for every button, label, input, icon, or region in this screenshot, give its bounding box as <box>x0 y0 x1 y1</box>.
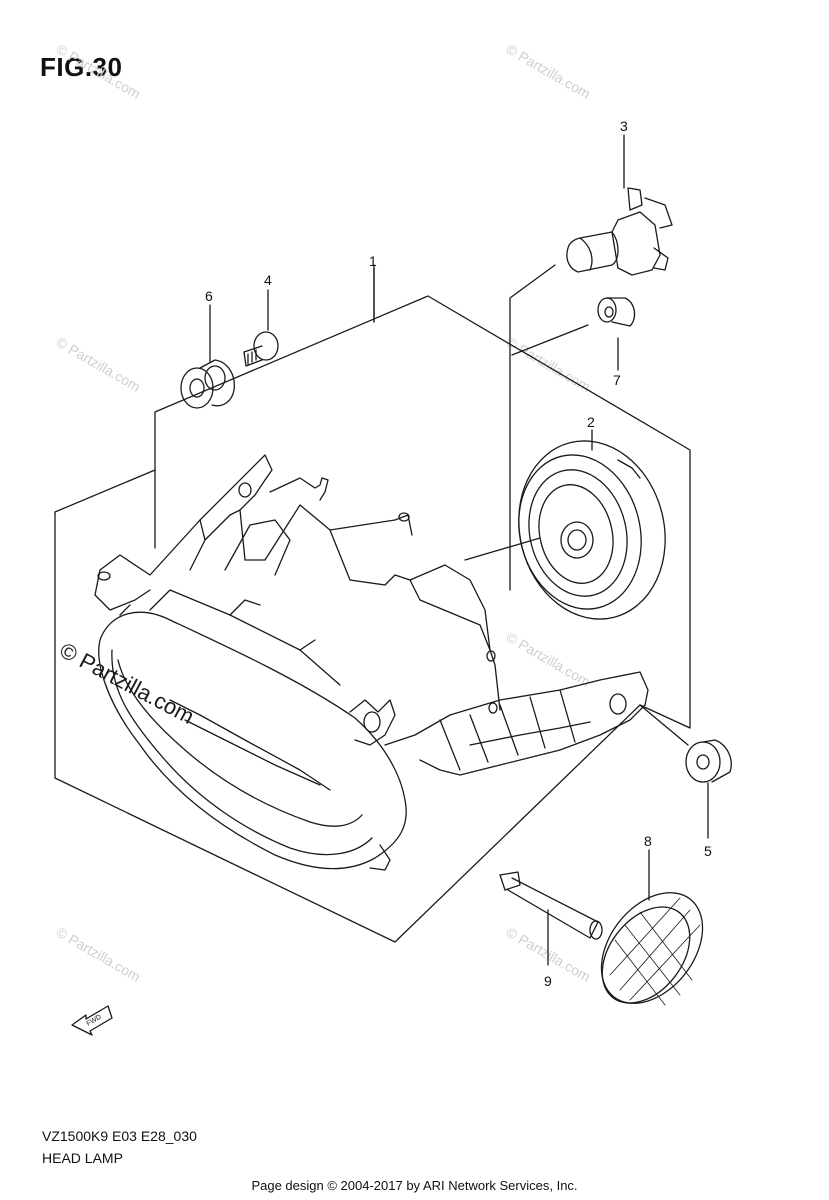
grommet-7 <box>597 297 636 327</box>
bulb <box>566 187 673 276</box>
grommet-6 <box>180 359 235 409</box>
screw-4 <box>243 331 279 367</box>
callout-4: 4 <box>264 272 272 288</box>
callout-5: 5 <box>704 843 712 859</box>
callout-1: 1 <box>369 253 377 269</box>
watermark: © Partzilla.com <box>54 924 144 985</box>
callout-9: 9 <box>544 973 552 989</box>
reflector-8 <box>600 892 704 1006</box>
headlamp-lens <box>98 589 407 871</box>
callout-6: 6 <box>205 288 213 304</box>
bulb-boot <box>464 440 666 620</box>
footer-credit: Page design © 2004-2017 by ARI Network S… <box>251 1178 578 1193</box>
watermark: © Partzilla.com <box>504 41 594 102</box>
watermark: © Partzilla.com <box>504 629 594 690</box>
callout-7: 7 <box>613 372 621 388</box>
callout-3: 3 <box>620 118 628 134</box>
callout-2: 2 <box>587 414 595 430</box>
watermark: © Partzilla.com <box>54 41 144 102</box>
callout-8: 8 <box>644 833 652 849</box>
callouts: 1 2 3 4 5 6 7 8 9 <box>205 118 712 989</box>
headlamp-housing <box>94 454 649 776</box>
assembly-outline <box>54 264 691 943</box>
diagram-name: HEAD LAMP <box>42 1150 123 1166</box>
fwd-arrow-icon: FWD <box>71 1005 113 1036</box>
watermark-layer: © Partzilla.com © Partzilla.com © Partzi… <box>54 41 594 985</box>
figure-title: FIG.30 <box>40 52 123 82</box>
diagram-code: VZ1500K9 E03 E28_030 <box>42 1128 197 1144</box>
grommet-5 <box>685 739 732 783</box>
stud-9 <box>499 871 603 940</box>
leader-lines <box>209 134 709 966</box>
watermark: © Partzilla.com <box>54 334 144 395</box>
